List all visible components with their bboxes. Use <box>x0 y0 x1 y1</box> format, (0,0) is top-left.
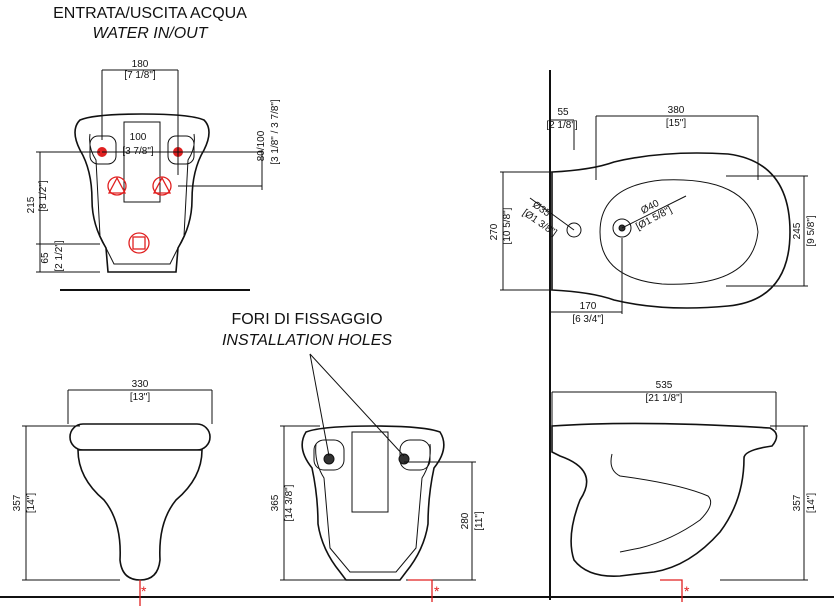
dim-330-in: [13"] <box>130 392 150 403</box>
holes-body-outline <box>301 425 445 581</box>
plan-outer-outline <box>551 152 791 309</box>
drain-marker <box>128 232 150 254</box>
dim-65: 65 <box>40 252 51 264</box>
dim-330: 330 <box>132 379 149 390</box>
asterisk-side: * <box>684 583 690 599</box>
leader-line-right <box>309 353 405 457</box>
fixing-marker-left-triangle <box>107 176 127 194</box>
view-front: 330 [13"] 357 [14"] * <box>12 379 213 606</box>
dim-side-357-in: [14"] <box>806 493 817 513</box>
asterisk-rear: * <box>434 583 440 599</box>
dim-170: 170 <box>580 301 597 312</box>
dim-front-357-in: [14"] <box>26 493 37 513</box>
dim-100-in: [3 7/8"] <box>122 146 154 157</box>
dim-535: 535 <box>656 380 673 391</box>
view-rear-water: 180 [7 1/8"] 100 [3 7/8"] 80/100 [3 1/8"… <box>26 59 281 273</box>
dim-80-100-in: [3 1/8" / 3 7/8"] <box>270 99 281 165</box>
rear-outlet-left <box>89 135 117 165</box>
rear-center-channel <box>123 121 161 203</box>
dim-80-100: 80/100 <box>256 130 267 161</box>
dim-180: 180 <box>132 59 149 70</box>
dim-280-in: [11"] <box>474 511 485 531</box>
dim-535-in: [21 1/8"] <box>646 393 683 404</box>
dim-55-in: [2 1/8"] <box>546 120 578 131</box>
side-bowl-inner <box>610 453 712 553</box>
holes-bracket-left <box>313 439 345 471</box>
dim-365-in: [14 3/8"] <box>284 484 295 521</box>
rear-outlet-right <box>167 135 195 165</box>
dim-365: 365 <box>270 494 281 511</box>
side-body-outline <box>551 422 778 577</box>
dim-65-in: [2 1/2"] <box>54 240 65 272</box>
dim-245: 245 <box>792 222 803 239</box>
holes-bracket-right <box>399 439 431 471</box>
dim-side-357: 357 <box>792 494 803 511</box>
front-bowl <box>77 449 203 581</box>
dim-215-in: [8 1/2"] <box>38 180 49 212</box>
dim-55: 55 <box>557 107 569 118</box>
plan-tap-hole <box>566 222 582 238</box>
drain-marker-square <box>132 236 146 250</box>
view-rear-holes: 365 [14 3/8"] 280 [11"] * <box>270 353 485 602</box>
holes-title-it: FORI DI FISSAGGIO <box>231 311 382 328</box>
dim-100: 100 <box>130 132 147 143</box>
dim-270-in: [10 5/8"] <box>502 207 513 244</box>
dim-270: 270 <box>489 223 500 240</box>
dim-380-in: [15"] <box>666 118 686 129</box>
dim-170-in: [6 3/4"] <box>572 314 604 325</box>
plan-bowl-outline <box>599 179 759 285</box>
holes-title-en: INSTALLATION HOLES <box>222 332 392 349</box>
dim-245-in: [9 5/8"] <box>806 215 817 247</box>
water-title-en: WATER IN/OUT <box>93 25 209 42</box>
plan-drain-hole <box>612 218 632 238</box>
water-title-it: ENTRATA/USCITA ACQUA <box>53 5 247 22</box>
asterisk-front: * <box>141 583 147 599</box>
dim-280: 280 <box>460 512 471 529</box>
view-plan: 55 [2 1/8"] 380 [15"] 270 [10 5/8"] Ø35 … <box>489 105 817 325</box>
dim-front-357: 357 <box>12 494 23 511</box>
dim-380: 380 <box>668 105 685 116</box>
front-rim <box>69 423 211 451</box>
dim-180-in: [7 1/8"] <box>124 70 156 81</box>
holes-center-channel <box>351 431 389 513</box>
view-side: 535 [21 1/8"] 357 [14"] * <box>551 380 817 602</box>
dim-215: 215 <box>26 196 37 213</box>
fixing-marker-right-triangle <box>152 176 172 194</box>
leader-line-left <box>309 353 330 457</box>
